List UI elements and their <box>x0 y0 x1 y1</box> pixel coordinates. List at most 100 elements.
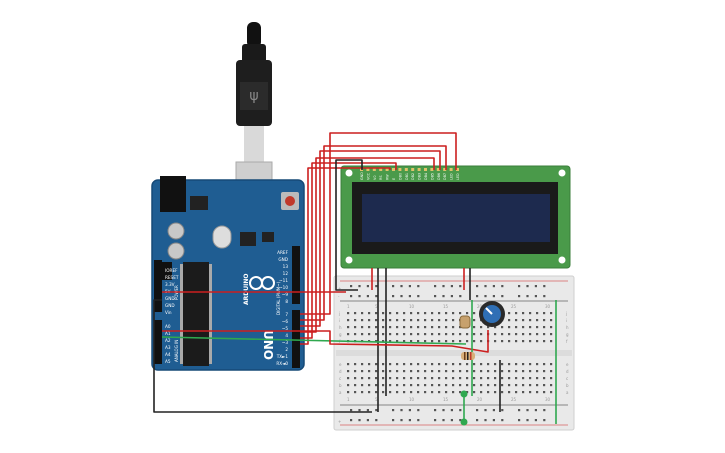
breadboard-hole[interactable] <box>424 333 427 336</box>
breadboard-hole[interactable] <box>403 326 406 329</box>
breadboard-hole[interactable] <box>396 326 399 329</box>
breadboard-hole[interactable] <box>492 295 495 298</box>
lcd-pin[interactable] <box>385 168 389 171</box>
breadboard-hole[interactable] <box>408 419 411 422</box>
breadboard-hole[interactable] <box>434 419 437 422</box>
breadboard-hole[interactable] <box>396 384 399 387</box>
breadboard-hole[interactable] <box>438 370 441 373</box>
breadboard-hole[interactable] <box>424 363 427 366</box>
breadboard-hole[interactable] <box>534 419 537 422</box>
breadboard-hole[interactable] <box>466 312 469 315</box>
breadboard-hole[interactable] <box>522 333 525 336</box>
breadboard-hole[interactable] <box>417 370 420 373</box>
breadboard-hole[interactable] <box>508 319 511 322</box>
breadboard-hole[interactable] <box>550 370 553 373</box>
breadboard-hole[interactable] <box>445 377 448 380</box>
breadboard-hole[interactable] <box>515 370 518 373</box>
breadboard-hole[interactable] <box>515 340 518 343</box>
breadboard-hole[interactable] <box>403 391 406 394</box>
breadboard-hole[interactable] <box>396 340 399 343</box>
digital-header-top[interactable] <box>292 246 300 304</box>
breadboard-hole[interactable] <box>501 326 504 329</box>
breadboard-hole[interactable] <box>550 391 553 394</box>
breadboard-hole[interactable] <box>366 409 369 412</box>
breadboard-hole[interactable] <box>366 295 369 298</box>
breadboard-hole[interactable] <box>347 312 350 315</box>
breadboard-hole[interactable] <box>389 326 392 329</box>
breadboard-hole[interactable] <box>459 377 462 380</box>
breadboard-hole[interactable] <box>434 295 437 298</box>
breadboard-hole[interactable] <box>543 377 546 380</box>
breadboard-hole[interactable] <box>550 319 553 322</box>
breadboard-hole[interactable] <box>529 384 532 387</box>
breadboard-hole[interactable] <box>396 333 399 336</box>
lcd-pin[interactable] <box>372 168 376 171</box>
breadboard-hole[interactable] <box>501 384 504 387</box>
breadboard-hole[interactable] <box>389 312 392 315</box>
breadboard-hole[interactable] <box>452 391 455 394</box>
breadboard-hole[interactable] <box>522 384 525 387</box>
breadboard-hole[interactable] <box>494 326 497 329</box>
breadboard-hole[interactable] <box>417 409 420 412</box>
breadboard-hole[interactable] <box>431 370 434 373</box>
breadboard-hole[interactable] <box>508 377 511 380</box>
breadboard-hole[interactable] <box>494 333 497 336</box>
breadboard-hole[interactable] <box>375 419 378 422</box>
breadboard-hole[interactable] <box>529 363 532 366</box>
breadboard-hole[interactable] <box>550 384 553 387</box>
breadboard-hole[interactable] <box>515 333 518 336</box>
breadboard-hole[interactable] <box>382 319 385 322</box>
breadboard-hole[interactable] <box>361 333 364 336</box>
breadboard-hole[interactable] <box>466 333 469 336</box>
breadboard-hole[interactable] <box>417 391 420 394</box>
breadboard-hole[interactable] <box>445 312 448 315</box>
breadboard-hole[interactable] <box>459 391 462 394</box>
breadboard-hole[interactable] <box>410 391 413 394</box>
breadboard-hole[interactable] <box>375 312 378 315</box>
breadboard-hole[interactable] <box>473 312 476 315</box>
breadboard-hole[interactable] <box>480 340 483 343</box>
breadboard-hole[interactable] <box>424 326 427 329</box>
breadboard-hole[interactable] <box>417 312 420 315</box>
breadboard-hole[interactable] <box>543 370 546 373</box>
breadboard-hole[interactable] <box>476 419 479 422</box>
breadboard-hole[interactable] <box>536 391 539 394</box>
breadboard-hole[interactable] <box>466 391 469 394</box>
breadboard-hole[interactable] <box>487 391 490 394</box>
breadboard-hole[interactable] <box>431 326 434 329</box>
breadboard-hole[interactable] <box>515 363 518 366</box>
breadboard-hole[interactable] <box>358 419 361 422</box>
breadboard-hole[interactable] <box>417 333 420 336</box>
breadboard-hole[interactable] <box>403 333 406 336</box>
breadboard-hole[interactable] <box>536 370 539 373</box>
breadboard-hole[interactable] <box>368 333 371 336</box>
breadboard-hole[interactable] <box>550 312 553 315</box>
breadboard-hole[interactable] <box>431 363 434 366</box>
breadboard-hole[interactable] <box>403 312 406 315</box>
breadboard-hole[interactable] <box>445 391 448 394</box>
breadboard-hole[interactable] <box>417 419 420 422</box>
breadboard-hole[interactable] <box>368 377 371 380</box>
breadboard-hole[interactable] <box>389 340 392 343</box>
breadboard-hole[interactable] <box>492 409 495 412</box>
breadboard-hole[interactable] <box>459 312 462 315</box>
lcd-pin[interactable] <box>398 168 402 171</box>
lcd-pin[interactable] <box>436 168 440 171</box>
breadboard-hole[interactable] <box>494 340 497 343</box>
breadboard-hole[interactable] <box>501 285 504 288</box>
breadboard-hole[interactable] <box>403 340 406 343</box>
breadboard-hole[interactable] <box>518 295 521 298</box>
breadboard-hole[interactable] <box>368 312 371 315</box>
breadboard-hole[interactable] <box>366 285 369 288</box>
breadboard-hole[interactable] <box>518 285 521 288</box>
breadboard-hole[interactable] <box>368 319 371 322</box>
breadboard-hole[interactable] <box>466 377 469 380</box>
breadboard-hole[interactable] <box>522 319 525 322</box>
breadboard-hole[interactable] <box>508 340 511 343</box>
breadboard-hole[interactable] <box>543 295 546 298</box>
breadboard-hole[interactable] <box>480 333 483 336</box>
breadboard-hole[interactable] <box>382 370 385 373</box>
breadboard-hole[interactable] <box>445 340 448 343</box>
lcd-pin[interactable] <box>366 168 370 171</box>
breadboard-hole[interactable] <box>438 363 441 366</box>
